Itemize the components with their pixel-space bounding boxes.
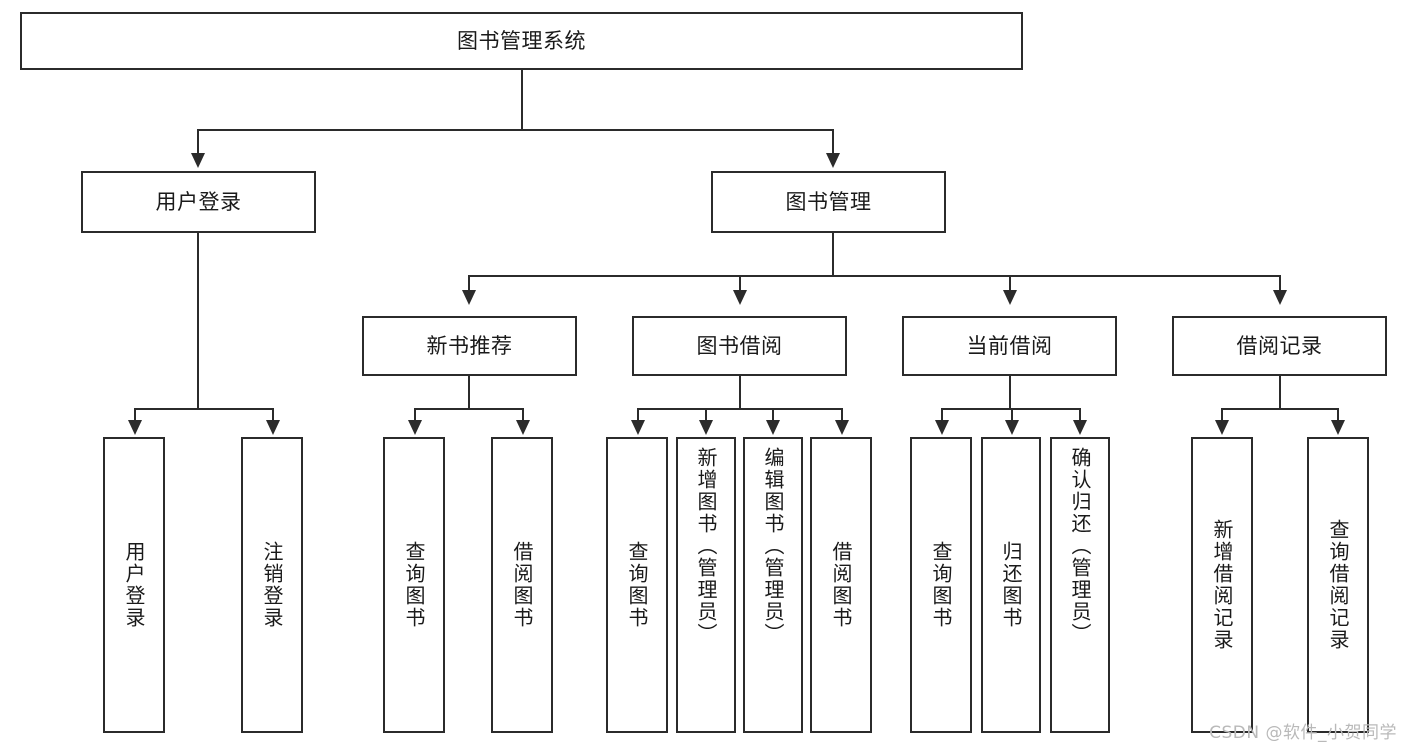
connector-bm-drop-borrow-record — [1279, 275, 1281, 293]
connector-new-book-bus — [414, 408, 524, 410]
leaf-book-borrow-edit-book-admin[interactable]: 编辑图书（管理员） — [743, 437, 803, 733]
node-label: 查询借阅记录 — [1326, 519, 1350, 651]
leaf-current-borrow-return-book[interactable]: 归还图书 — [981, 437, 1041, 733]
connector-current-borrow-stem — [1009, 376, 1011, 409]
node-label: 图书借阅 — [696, 333, 783, 358]
arrow-bm-to-book-borrow — [733, 290, 747, 305]
arrow-bm-to-new-book-recommend — [462, 290, 476, 305]
arrow-root-to-user-login — [191, 153, 205, 168]
leaf-borrow-record-query-record[interactable]: 查询借阅记录 — [1307, 437, 1369, 733]
leaf-book-borrow-query-book[interactable]: 查询图书 — [606, 437, 668, 733]
arrow-user-login-to-leaf-1 — [128, 420, 142, 435]
leaf-new-book-query-book[interactable]: 查询图书 — [383, 437, 445, 733]
arrow-current-borrow-to-leaf-2 — [1005, 420, 1019, 435]
node-label: 用户登录 — [122, 541, 146, 629]
connector-borrow-record-drop-2 — [1337, 408, 1339, 423]
node-label: 查询图书 — [929, 541, 953, 629]
arrow-bm-to-borrow-record — [1273, 290, 1287, 305]
node-label: 确认归还（管理员） — [1068, 447, 1092, 645]
leaf-new-book-borrow-book[interactable]: 借阅图书 — [491, 437, 553, 733]
connector-book-borrow-drop-2 — [705, 408, 707, 423]
node-root-book-management-system[interactable]: 图书管理系统 — [20, 12, 1023, 70]
connector-new-book-drop-2 — [522, 408, 524, 423]
connector-new-book-stem — [468, 376, 470, 409]
connector-book-borrow-stem — [739, 376, 741, 409]
connector-current-borrow-drop-1 — [941, 408, 943, 423]
leaf-user-login-login[interactable]: 用户登录 — [103, 437, 165, 733]
arrow-borrow-record-to-leaf-1 — [1215, 420, 1229, 435]
arrow-current-borrow-to-leaf-3 — [1073, 420, 1087, 435]
node-label: 归还图书 — [999, 541, 1023, 629]
leaf-book-borrow-borrow-book[interactable]: 借阅图书 — [810, 437, 872, 733]
leaf-current-borrow-confirm-return-admin[interactable]: 确认归还（管理员） — [1050, 437, 1110, 733]
arrow-bm-to-current-borrow — [1003, 290, 1017, 305]
node-new-book-recommend[interactable]: 新书推荐 — [362, 316, 577, 376]
node-label: 新书推荐 — [426, 333, 513, 358]
node-label: 当前借阅 — [966, 333, 1053, 358]
node-borrow-record[interactable]: 借阅记录 — [1172, 316, 1387, 376]
connector-book-borrow-drop-4 — [841, 408, 843, 423]
arrow-user-login-to-leaf-2 — [266, 420, 280, 435]
connector-new-book-drop-1 — [414, 408, 416, 423]
node-label: 借阅图书 — [510, 541, 534, 629]
arrow-book-borrow-to-leaf-2 — [699, 420, 713, 435]
connector-bm-drop-new-book — [468, 275, 470, 293]
node-label: 编辑图书（管理员） — [761, 447, 785, 645]
arrow-borrow-record-to-leaf-2 — [1331, 420, 1345, 435]
arrow-new-book-to-leaf-2 — [516, 420, 530, 435]
connector-book-borrow-drop-1 — [637, 408, 639, 423]
connector-current-borrow-drop-2 — [1011, 408, 1013, 423]
leaf-user-login-logout[interactable]: 注销登录 — [241, 437, 303, 733]
connector-current-borrow-drop-3 — [1079, 408, 1081, 423]
connector-user-login-stem — [197, 233, 199, 409]
arrow-book-borrow-to-leaf-4 — [835, 420, 849, 435]
node-label: 注销登录 — [260, 541, 284, 629]
node-label: 用户登录 — [155, 189, 242, 214]
node-label: 查询图书 — [625, 541, 649, 629]
leaf-book-borrow-add-book-admin[interactable]: 新增图书（管理员） — [676, 437, 736, 733]
arrow-book-borrow-to-leaf-1 — [631, 420, 645, 435]
node-label: 新增借阅记录 — [1210, 519, 1234, 651]
connector-book-borrow-bus — [637, 408, 843, 410]
node-label: 新增图书（管理员） — [694, 447, 718, 645]
leaf-current-borrow-query-book[interactable]: 查询图书 — [910, 437, 972, 733]
connector-bm-drop-current-borrow — [1009, 275, 1011, 293]
connector-root-stem — [521, 70, 523, 130]
arrow-new-book-to-leaf-1 — [408, 420, 422, 435]
connector-book-management-stem — [832, 233, 834, 276]
node-label: 借阅记录 — [1236, 333, 1323, 358]
connector-user-login-drop-2 — [272, 408, 274, 423]
connector-user-login-drop-1 — [134, 408, 136, 423]
connector-book-borrow-drop-3 — [772, 408, 774, 423]
connector-borrow-record-bus — [1221, 408, 1339, 410]
node-user-login[interactable]: 用户登录 — [81, 171, 316, 233]
connector-bm-drop-book-borrow — [739, 275, 741, 293]
connector-book-management-bus — [468, 275, 1280, 277]
arrow-current-borrow-to-leaf-1 — [935, 420, 949, 435]
connector-root-bus — [197, 129, 833, 131]
leaf-borrow-record-add-record[interactable]: 新增借阅记录 — [1191, 437, 1253, 733]
connector-root-drop-book-management — [832, 129, 834, 155]
connector-borrow-record-drop-1 — [1221, 408, 1223, 423]
connector-borrow-record-stem — [1279, 376, 1281, 409]
node-label: 图书管理系统 — [457, 28, 586, 53]
node-book-management[interactable]: 图书管理 — [711, 171, 946, 233]
node-label: 图书管理 — [785, 189, 872, 214]
arrow-root-to-book-management — [826, 153, 840, 168]
node-book-borrow[interactable]: 图书借阅 — [632, 316, 847, 376]
connector-root-drop-user-login — [197, 129, 199, 155]
connector-user-login-bus — [134, 408, 274, 410]
watermark-text: CSDN @软件_小贺同学 — [1209, 723, 1397, 743]
node-label: 借阅图书 — [829, 541, 853, 629]
node-label: 查询图书 — [402, 541, 426, 629]
node-current-borrow[interactable]: 当前借阅 — [902, 316, 1117, 376]
arrow-book-borrow-to-leaf-3 — [766, 420, 780, 435]
